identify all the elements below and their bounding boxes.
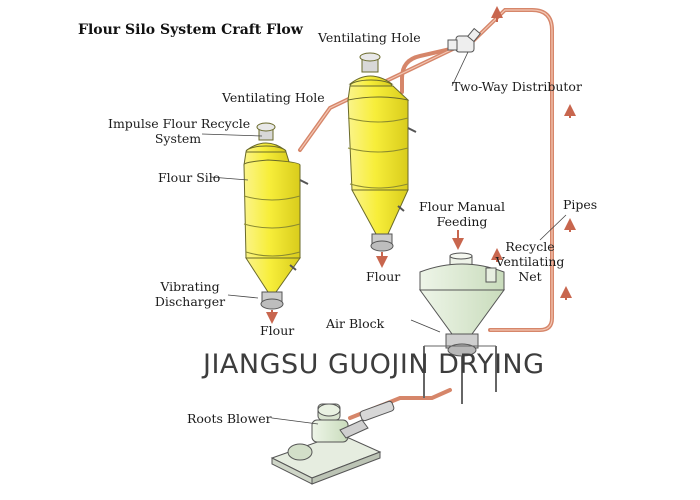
label-impulse-line2: System [154,131,202,146]
label-pipes: Pipes [563,197,598,212]
label-recycle-line3: Net [518,269,542,284]
label-flour-right: Flour [366,269,401,284]
roots-blower-machine [270,400,395,485]
right-silo [347,52,417,252]
label-air-block: Air Block [326,316,385,331]
label-vibrating-line2: Discharger [154,294,226,309]
label-flour-manual-line2: Feeding [436,214,488,229]
left-silo [243,122,309,310]
label-two-way-distributor: Two-Way Distributor [452,79,582,94]
feeding-hopper [419,252,505,404]
label-flour-left: Flour [260,323,295,338]
diagram-title: Flour Silo System Craft Flow [78,22,303,38]
label-flour-manual-line1: Flour Manual [419,199,505,214]
label-flour-silo: Flour Silo [158,170,221,185]
label-vibrating-line1: Vibrating [160,279,220,294]
two-way-distributor [447,27,481,53]
flow-arrows [266,6,576,324]
label-impulse-recycle: Impulse Flour Recycle System [108,116,251,146]
label-roots-blower: Roots Blower [187,411,272,426]
label-ventilating-hole-mid: Ventilating Hole [222,90,325,105]
label-recycle-line1: Recycle [505,239,555,254]
label-flour-manual-feeding: Flour Manual Feeding [416,199,508,229]
label-recycle-ventilating-net: Recycle Ventilating Net [494,239,566,284]
watermark-text: JIANGSU GUOJIN DRYING [203,349,545,380]
pipe-inner [299,9,553,331]
label-ventilating-hole-top: Ventilating Hole [318,30,421,45]
leader-lines [201,51,567,425]
label-impulse-line1: Impulse Flour Recycle [108,116,251,131]
label-vibrating-discharger: Vibrating Discharger [150,279,230,309]
label-recycle-line2: Ventilating [495,254,565,269]
